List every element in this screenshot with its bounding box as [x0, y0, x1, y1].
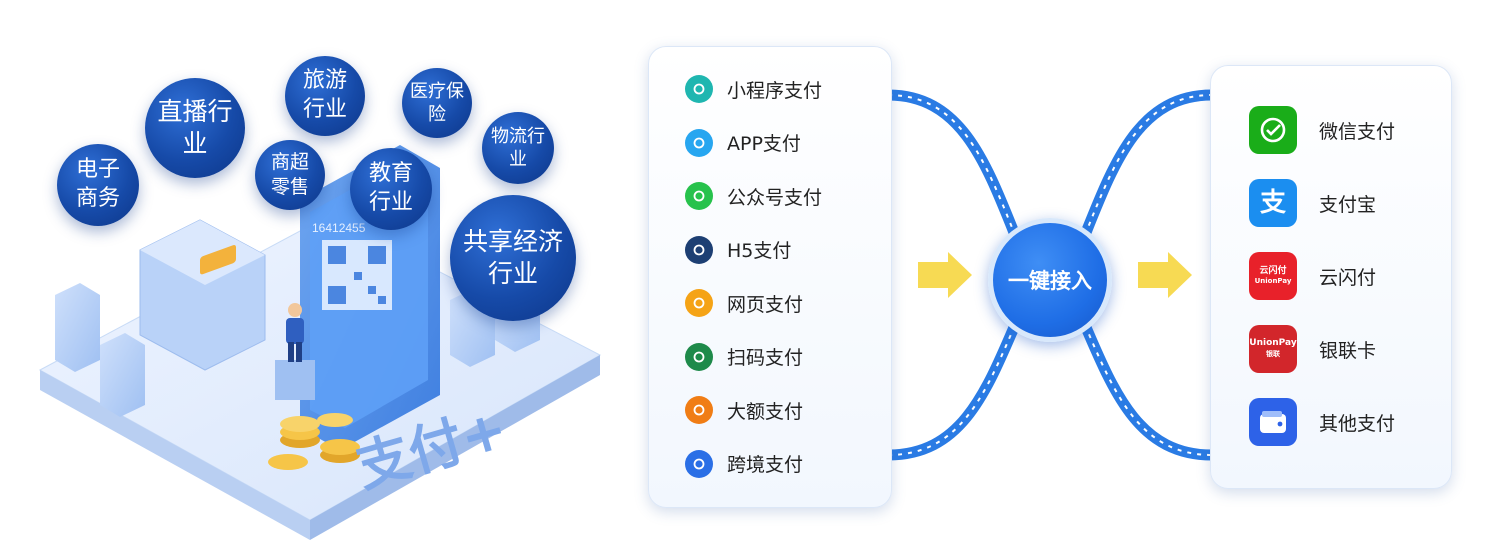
- connector-left-top: [882, 89, 1021, 241]
- payment-method-item: 网页支付: [685, 289, 803, 317]
- payment-method-item: 跨境支付: [685, 449, 804, 478]
- app-icon: [685, 128, 713, 157]
- browser-icon: [685, 289, 713, 317]
- payment-channel-label: 云闪付: [1319, 266, 1377, 289]
- connector-right-top: [1079, 89, 1218, 241]
- qr-number: 16412455: [312, 221, 366, 235]
- payment-channel-item: 微信支付: [1249, 106, 1395, 154]
- floor-right-side: [310, 355, 600, 540]
- payment-method-label: APP支付: [727, 133, 801, 155]
- icon-subglyph: 银联: [1266, 349, 1280, 358]
- icon-glyph: 云闪付: [1259, 266, 1287, 277]
- payment-channel-label: 微信支付: [1319, 120, 1396, 143]
- arrow-left-icon: [918, 252, 972, 298]
- industry-bubble-live-streaming: 直播行业: [145, 78, 245, 178]
- payment-method-label: H5支付: [727, 240, 792, 262]
- industry-bubble-retail: 商超零售: [255, 140, 325, 210]
- coin-stack: [268, 413, 360, 470]
- payment-method-label: 大额支付: [727, 400, 804, 423]
- payment-method-item: 扫码支付: [685, 342, 804, 371]
- payment-method-item: 大额支付: [685, 396, 803, 424]
- payment-method-label: 网页支付: [727, 293, 804, 316]
- icon-subglyph: UnionPay: [1254, 276, 1292, 285]
- icon-glyph: 支: [1259, 187, 1286, 218]
- wallet-icon: [1249, 398, 1297, 446]
- payment-methods-panel: 小程序支付 APP支付公众号支付 H5支付网页支付扫码支付大额支付跨境支付: [648, 46, 892, 508]
- html5-icon: [685, 235, 713, 264]
- person-figure: [275, 303, 315, 400]
- arrow-right-icon: [1138, 252, 1192, 298]
- block-tall: [55, 283, 100, 372]
- payment-channel-item: 支 支付宝: [1249, 179, 1376, 227]
- qr-code: [322, 240, 392, 310]
- payment-channel-label: 其他支付: [1319, 412, 1396, 435]
- scan-icon: [685, 342, 713, 371]
- payment-channel-label: 支付宝: [1319, 193, 1377, 216]
- connector-left-bottom: [882, 319, 1021, 461]
- payment-channel-label: 银联卡: [1319, 339, 1377, 362]
- alipay-icon: 支: [1249, 179, 1297, 227]
- cross-border-icon: [685, 449, 713, 478]
- payment-method-item: H5支付: [685, 235, 792, 264]
- payment-method-label: 跨境支付: [727, 454, 804, 476]
- wechat-official-icon: [685, 182, 713, 210]
- industry-bubble-sharing-economy: 共享经济行业: [450, 195, 576, 321]
- floor-left-side: [40, 370, 310, 540]
- payment-method-item: 小程序支付: [685, 75, 822, 103]
- payment-method-item: APP支付: [685, 128, 801, 157]
- one-click-access-hub: 一键接入: [988, 218, 1112, 342]
- connector-right-bottom: [1079, 319, 1218, 461]
- industry-bubble-tourism: 旅游行业: [285, 56, 365, 136]
- mini-program-icon: [685, 75, 713, 103]
- payment-method-label: 扫码支付: [727, 347, 804, 369]
- wechat-pay-icon: [1249, 106, 1297, 154]
- payment-method-item: 公众号支付: [685, 182, 822, 210]
- payment-method-label: 公众号支付: [727, 186, 823, 209]
- industry-bubble-education: 教育行业: [350, 148, 432, 230]
- payment-channel-item: 其他支付: [1249, 398, 1395, 446]
- industry-bubble-ecommerce: 电子商务: [57, 144, 139, 226]
- payment-method-label: 小程序支付: [727, 79, 823, 102]
- industry-bubble-logistics: 物流行业: [482, 112, 554, 184]
- industry-bubble-medical-insurance: 医疗保险: [402, 68, 472, 138]
- icon-glyph: UnionPay: [1249, 338, 1297, 349]
- large-payment-icon: [685, 396, 713, 424]
